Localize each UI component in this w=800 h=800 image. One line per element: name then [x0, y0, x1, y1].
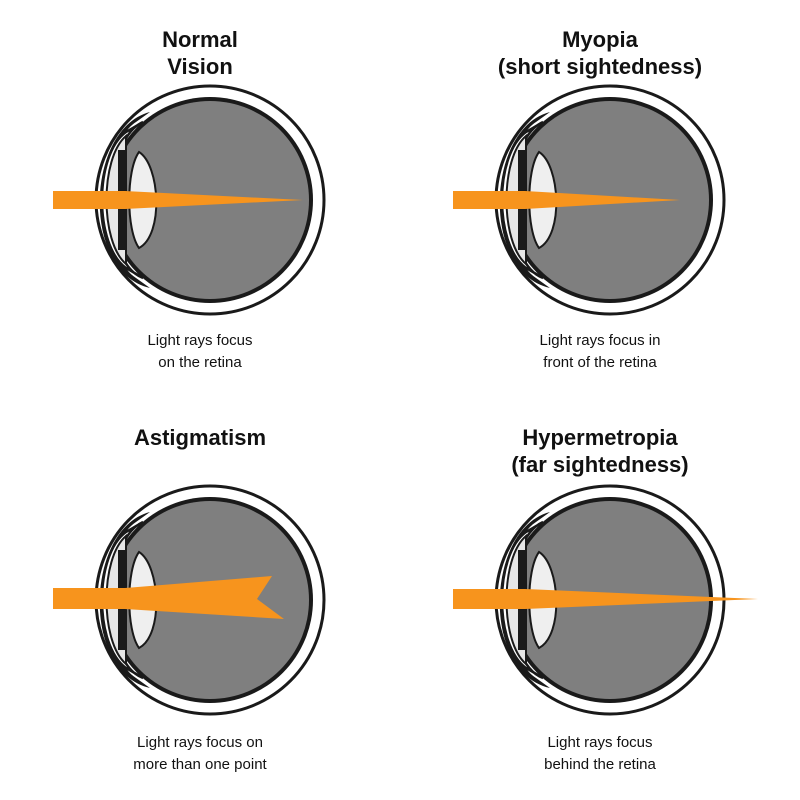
- title-line: Normal: [162, 27, 238, 52]
- panel-caption: Light rays focus on the retina: [0, 330, 400, 374]
- caption-line: Light rays focus on: [137, 734, 263, 751]
- panel-title: Hypermetropia (far sightedness): [400, 424, 800, 478]
- title-line: Hypermetropia: [522, 425, 678, 450]
- title-line: (short sightedness): [497, 54, 703, 79]
- panel-caption: Light rays focus on more than one point: [0, 732, 400, 776]
- panel-myopia: Myopia (short sightedness) Light rays fo…: [400, 0, 800, 400]
- light-ray: [453, 191, 680, 209]
- panel-astigmatism: Astigmatism Light rays focus on more tha…: [0, 400, 400, 800]
- panel-hypermetropia: Hypermetropia (far sightedness) Light ra…: [400, 400, 800, 800]
- caption-line: behind the retina: [544, 756, 656, 773]
- panel-caption: Light rays focus in front of the retina: [400, 330, 800, 374]
- panel-normal-vision: Normal Vision Light rays focus on the re…: [0, 0, 400, 400]
- eye-diagram: [453, 484, 758, 716]
- light-ray: [53, 191, 303, 209]
- eye-diagram: [53, 484, 326, 716]
- caption-line: on the retina: [158, 354, 242, 371]
- eye-diagram: [453, 84, 726, 316]
- panel-title: Astigmatism: [0, 424, 400, 451]
- title-line: Astigmatism: [133, 425, 267, 450]
- light-ray: [453, 589, 758, 609]
- title-line: (far sightedness): [511, 452, 689, 477]
- panel-caption: Light rays focus behind the retina: [400, 732, 800, 776]
- light-ray: [53, 576, 284, 619]
- eye-diagram: [53, 84, 326, 316]
- caption-line: Light rays focus in: [539, 332, 661, 349]
- caption-line: Light rays focus: [147, 332, 253, 349]
- panel-title: Myopia (short sightedness): [400, 26, 800, 80]
- title-line: Myopia: [562, 27, 638, 52]
- title-line: Vision: [167, 54, 233, 79]
- caption-line: Light rays focus: [547, 734, 653, 751]
- caption-line: more than one point: [133, 756, 267, 773]
- panel-title: Normal Vision: [0, 26, 400, 80]
- caption-line: front of the retina: [543, 354, 657, 371]
